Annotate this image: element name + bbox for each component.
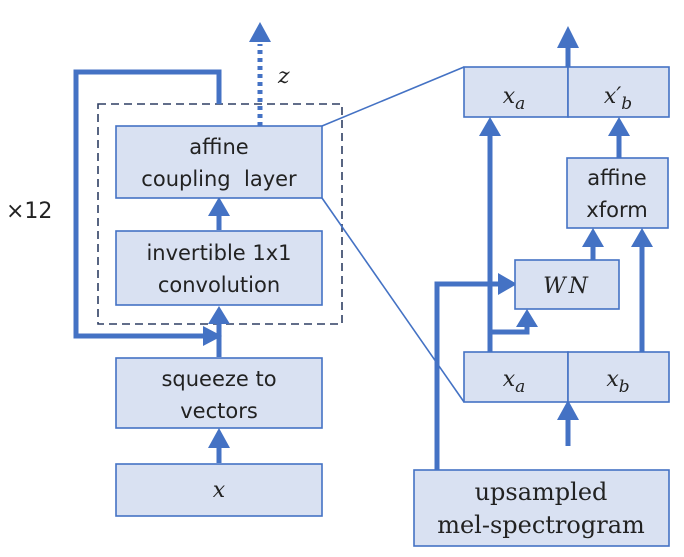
wn-label: WN [543,274,591,299]
bottom-xb-box [567,351,670,403]
bottom-xb-label: xb [606,367,629,397]
top-xa-box [463,66,569,118]
top-xa-label: xa [503,84,526,114]
affine-xform-line2: xform [586,198,647,222]
mel-line2: mel-spectrogram [437,511,645,539]
arrowhead-mel-wn [498,273,517,295]
bottom-xa-label: xa [503,367,526,397]
arrowhead-wn-xform [582,228,604,247]
z-label: z [277,64,290,89]
arrowhead-xb-xform [631,228,653,247]
z-output-arrowhead [249,22,271,42]
repeat-loop-arrowhead [203,326,222,346]
arrowhead-xa-passthrough [479,117,501,136]
arrow-mel-to-wn [434,281,500,470]
affine-coupling-box [115,125,323,199]
arrowhead-top-output [557,26,579,48]
wn-box [514,259,620,310]
affine-coupling-line1: affine [189,135,248,159]
invertible-conv-line2: convolution [158,273,280,297]
arrowhead-input-split [557,400,579,420]
bottom-xa-box [463,351,569,403]
mel-line1: upsampled [475,478,608,506]
arrowhead-xform-xb-prime [608,117,630,136]
zoom-line-bottom [321,197,465,403]
input-x-box [115,463,323,517]
affine-xform-box [566,157,669,229]
arrowhead-squeeze-conv [208,306,230,324]
arrowhead-x-squeeze [208,428,230,448]
repeat-label: ×12 [6,199,52,224]
zoom-line-top [321,66,465,127]
input-x-label: x [213,478,226,503]
arrow-xa-to-wn [490,326,530,335]
squeeze-box [115,357,323,429]
top-xb-prime-label: x′b [604,84,632,114]
invertible-conv-box [115,230,323,306]
squeeze-line2: vectors [180,399,258,423]
affine-coupling-line2: coupling layer [141,167,297,191]
affine-xform-line1: affine [587,166,646,190]
repeat-loop-arrow [73,69,222,339]
arrowhead-xa-wn [516,309,538,327]
mel-spectrogram-box [413,469,670,547]
top-xb-prime-box [567,66,670,118]
squeeze-line1: squeeze to [161,367,276,391]
arrowhead-conv-coupling [208,197,230,216]
invertible-conv-line1: invertible 1x1 [146,241,291,265]
